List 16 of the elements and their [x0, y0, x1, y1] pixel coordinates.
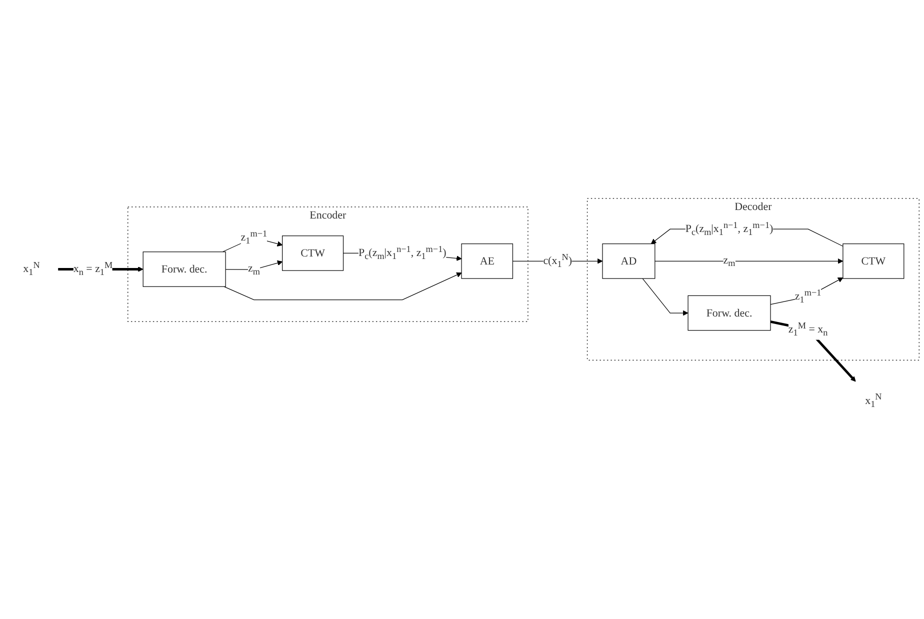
node-box [688, 295, 771, 331]
node-box [602, 243, 656, 279]
edge-label: z$_{m}$ [723, 254, 736, 269]
node-box [461, 243, 514, 279]
edge-label: z$_{1}$$^{M}$ = x$_{n}$ [788, 320, 828, 338]
node-box [142, 252, 226, 287]
arrow [654, 258, 844, 264]
arrow [224, 272, 462, 300]
edge-label: P$_{c}$(z$_{m}$|x$_{1}$$^{n−1}$, z$_{1}$$^{m−1}$) [358, 244, 446, 262]
edge-label: P$_{c}$(z$_{m}$|x$_{1}$$^{n−1}$, z$_{1}$$^{m−1}$) [685, 220, 774, 238]
edge-label: z$_{m}$ [248, 262, 260, 277]
node-box [282, 236, 344, 271]
arrow [225, 260, 283, 270]
arrow [642, 278, 688, 316]
node-box [842, 243, 904, 279]
edge-label: c(x$_{1}$$^{N}$) [543, 252, 572, 270]
